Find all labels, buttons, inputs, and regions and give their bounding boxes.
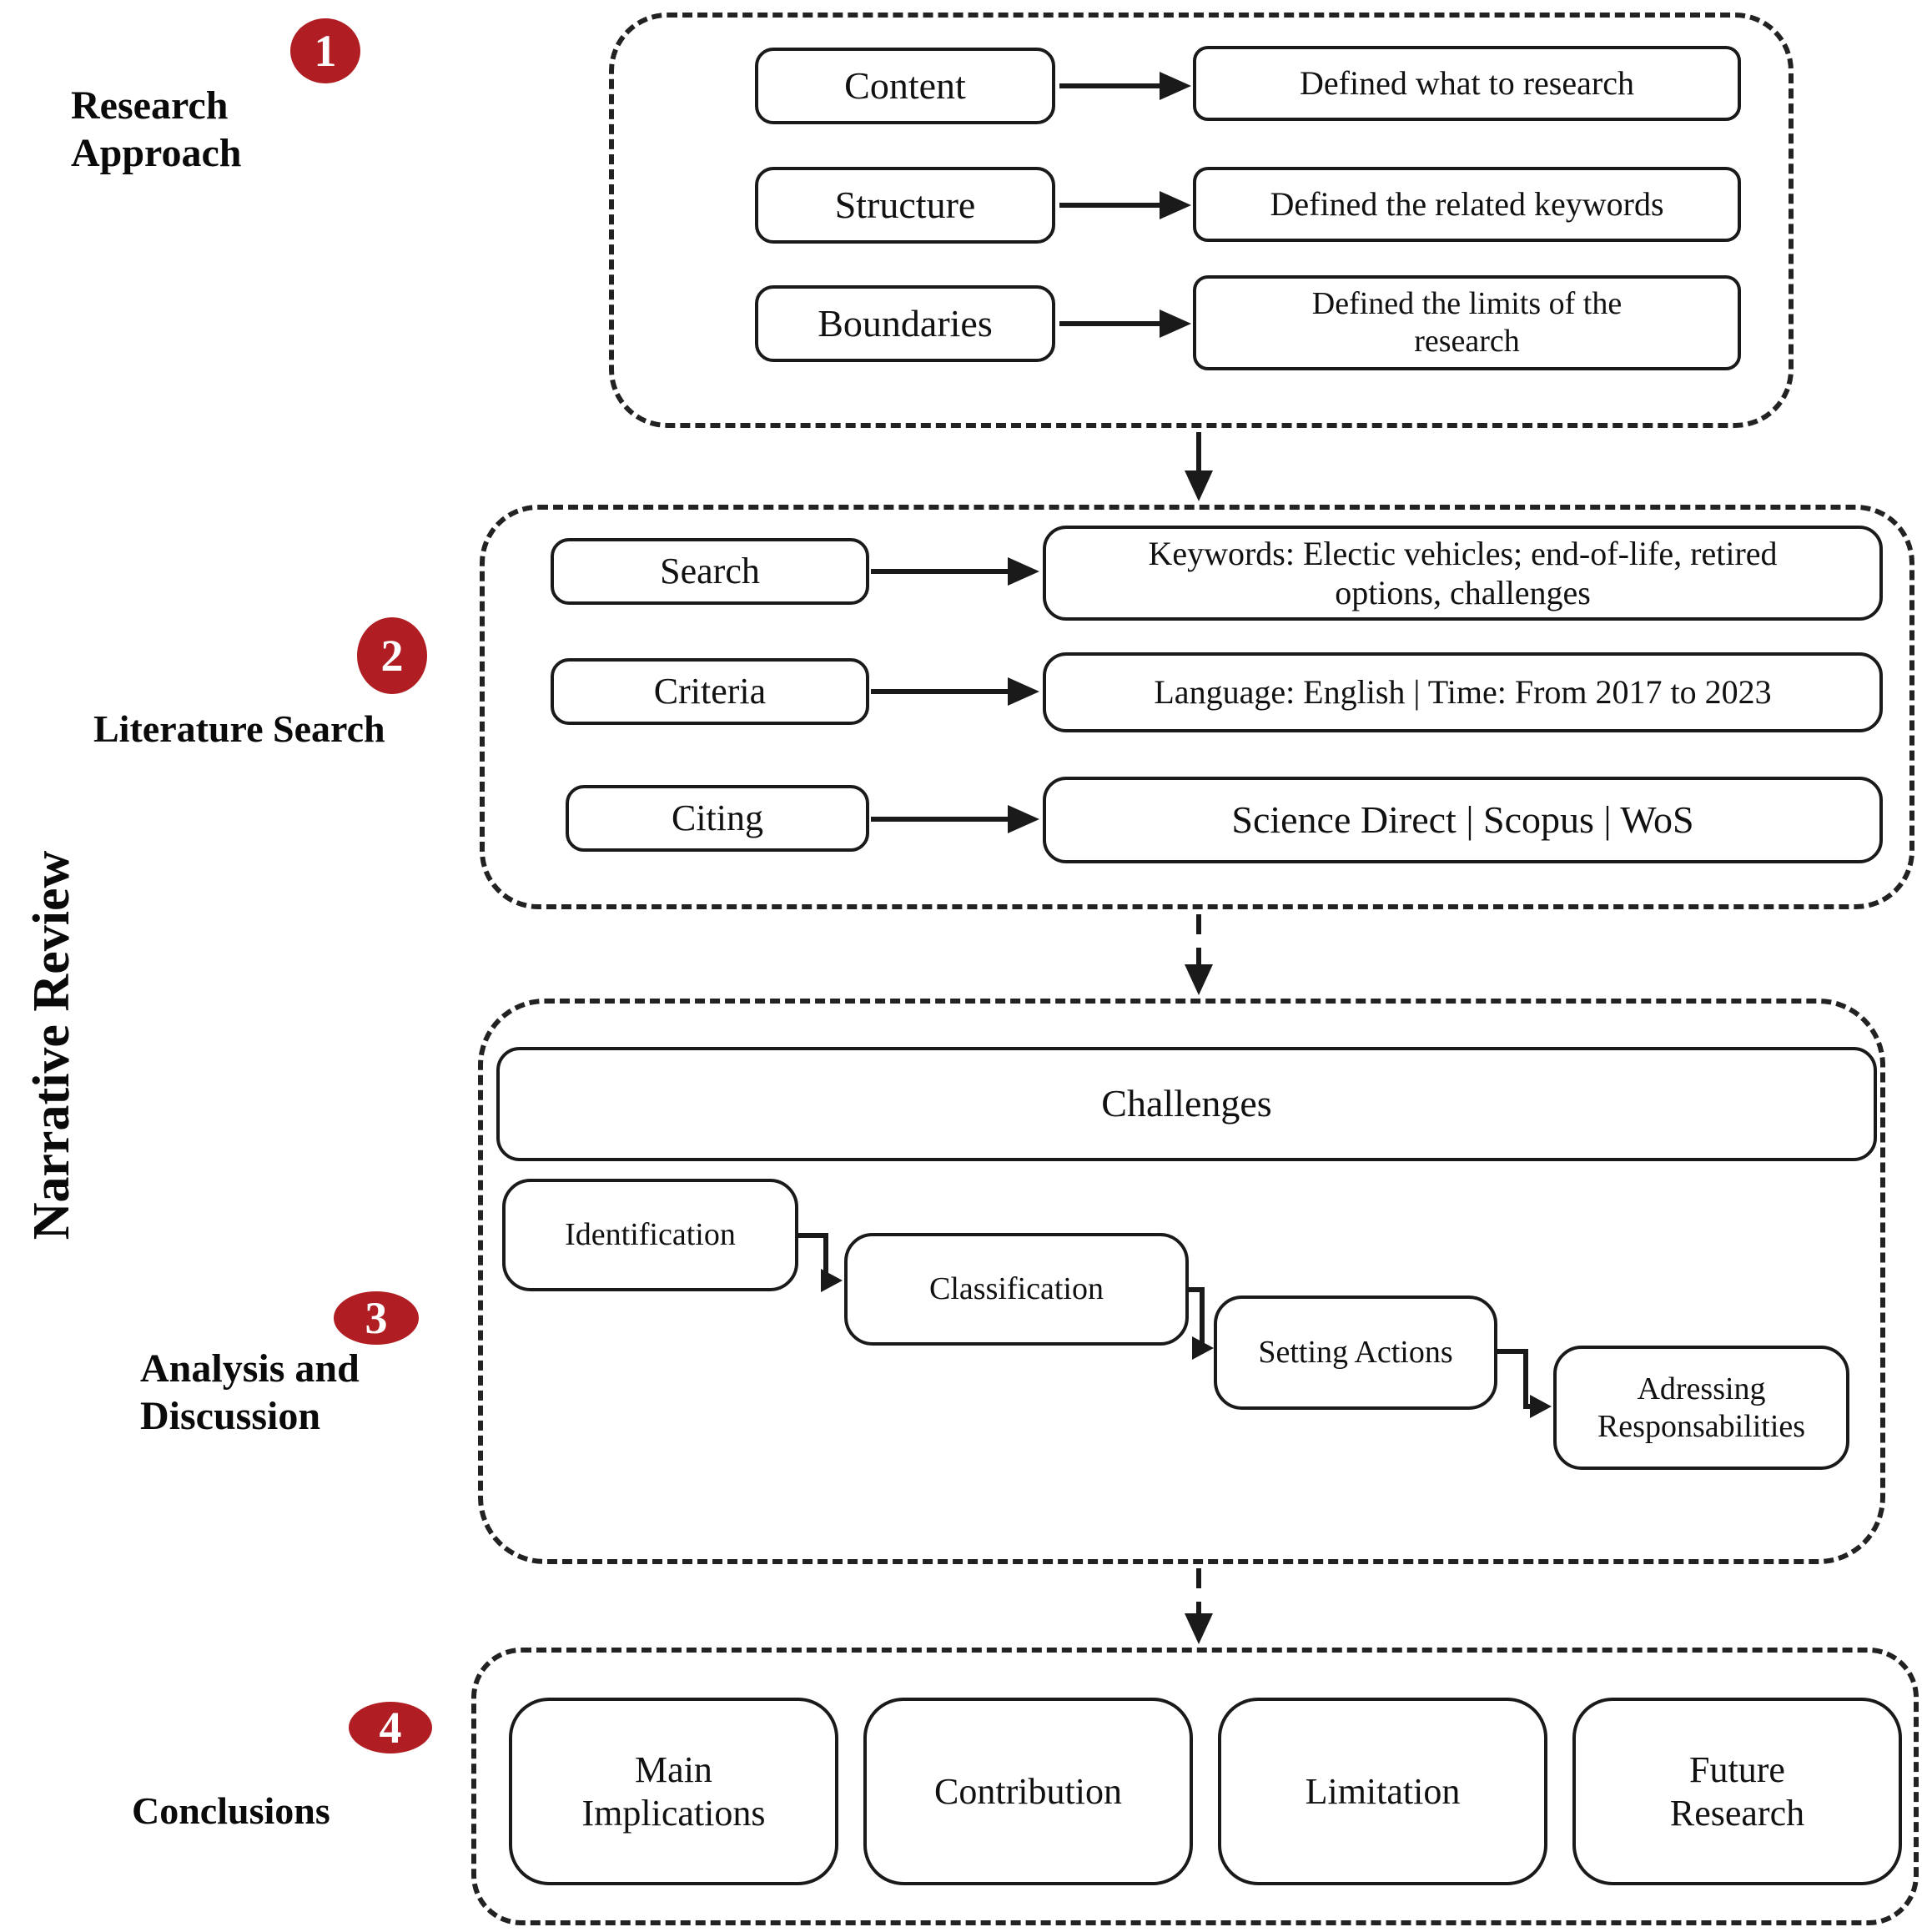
- node-boundaries: Boundaries: [755, 285, 1055, 362]
- node-search-label: Search: [660, 551, 760, 592]
- step-4-number: 4: [379, 1703, 402, 1753]
- node-future-research-label: Future Research: [1669, 1748, 1805, 1834]
- step-1-badge: 1: [290, 18, 360, 83]
- section-3-container: [478, 999, 1885, 1564]
- section-2-container: [480, 505, 1914, 909]
- node-search: Search: [551, 538, 869, 605]
- node-classification: Classification: [844, 1233, 1189, 1346]
- node-classification-label: Classification: [929, 1271, 1104, 1307]
- section-2-label: Literature Search: [93, 705, 385, 752]
- node-defined-what-label: Defined what to research: [1300, 64, 1634, 103]
- node-defined-limits: Defined the limits of the research: [1193, 275, 1741, 370]
- node-structure-label: Structure: [834, 183, 976, 226]
- step-3-badge: 3: [334, 1291, 419, 1345]
- node-structure: Structure: [755, 167, 1055, 244]
- section-2-label-line1: Literature Search: [93, 707, 385, 750]
- node-future-research: Future Research: [1572, 1698, 1902, 1885]
- node-setting-actions: Setting Actions: [1214, 1296, 1497, 1410]
- step-2-badge: 2: [357, 617, 427, 694]
- node-main-implications-label: Main Implications: [581, 1748, 766, 1834]
- node-criteria: Criteria: [551, 658, 869, 725]
- node-identification: Identification: [502, 1179, 798, 1291]
- node-adressing-responsabilities: Adressing Responsabilities: [1553, 1346, 1849, 1470]
- node-language-time: Language: English | Time: From 2017 to 2…: [1043, 652, 1883, 732]
- step-4-badge: 4: [349, 1702, 432, 1753]
- node-citing: Citing: [566, 785, 869, 852]
- step-1-number: 1: [314, 26, 337, 76]
- node-content-label: Content: [844, 63, 966, 107]
- section-3-label-line2: Discussion: [140, 1394, 321, 1438]
- node-databases-label: Science Direct | Scopus | WoS: [1231, 797, 1694, 841]
- diagram-vertical-title: Narrative Review: [23, 850, 80, 1240]
- node-content: Content: [755, 48, 1055, 124]
- section-3-label: Analysis and Discussion: [140, 1345, 360, 1440]
- section-4-label-line1: Conclusions: [132, 1789, 330, 1832]
- node-challenges: Challenges: [496, 1047, 1877, 1161]
- node-challenges-label: Challenges: [1101, 1082, 1272, 1125]
- node-setting-actions-label: Setting Actions: [1258, 1335, 1453, 1371]
- section-4-container: [471, 1648, 1919, 1925]
- node-defined-limits-label: Defined the limits of the research: [1311, 286, 1623, 359]
- node-limitation-label: Limitation: [1305, 1770, 1461, 1812]
- arrow-section1-to-section2: [1185, 432, 1213, 501]
- node-defined-what: Defined what to research: [1193, 46, 1741, 121]
- node-limitation: Limitation: [1218, 1698, 1547, 1885]
- node-defined-keywords-label: Defined the related keywords: [1270, 185, 1664, 224]
- node-databases: Science Direct | Scopus | WoS: [1043, 777, 1883, 863]
- node-criteria-label: Criteria: [653, 671, 767, 712]
- arrow-section2-to-section3: [1185, 914, 1213, 995]
- node-identification-label: Identification: [565, 1217, 736, 1253]
- node-citing-label: Citing: [671, 797, 764, 839]
- section-1-label-line1: Research: [71, 83, 229, 128]
- node-contribution-label: Contribution: [934, 1770, 1122, 1812]
- node-adressing-responsabilities-label: Adressing Responsabilities: [1597, 1371, 1806, 1444]
- section-4-label: Conclusions: [132, 1787, 330, 1834]
- node-keywords-label: Keywords: Electic vehicles; end-of-life,…: [1148, 534, 1778, 611]
- step-3-number: 3: [365, 1293, 388, 1343]
- arrow-section3-to-section4: [1185, 1568, 1213, 1644]
- section-1-label-line2: Approach: [71, 131, 242, 175]
- step-2-number: 2: [380, 631, 404, 681]
- node-keywords: Keywords: Electic vehicles; end-of-life,…: [1043, 526, 1883, 621]
- section-3-label-line1: Analysis and: [140, 1346, 360, 1391]
- node-main-implications: Main Implications: [509, 1698, 838, 1885]
- section-1-label: Research Approach: [71, 82, 242, 177]
- node-contribution: Contribution: [863, 1698, 1193, 1885]
- section-1-container: [609, 13, 1794, 428]
- node-boundaries-label: Boundaries: [818, 301, 993, 345]
- node-defined-keywords: Defined the related keywords: [1193, 167, 1741, 242]
- node-language-time-label: Language: English | Time: From 2017 to 2…: [1154, 673, 1772, 712]
